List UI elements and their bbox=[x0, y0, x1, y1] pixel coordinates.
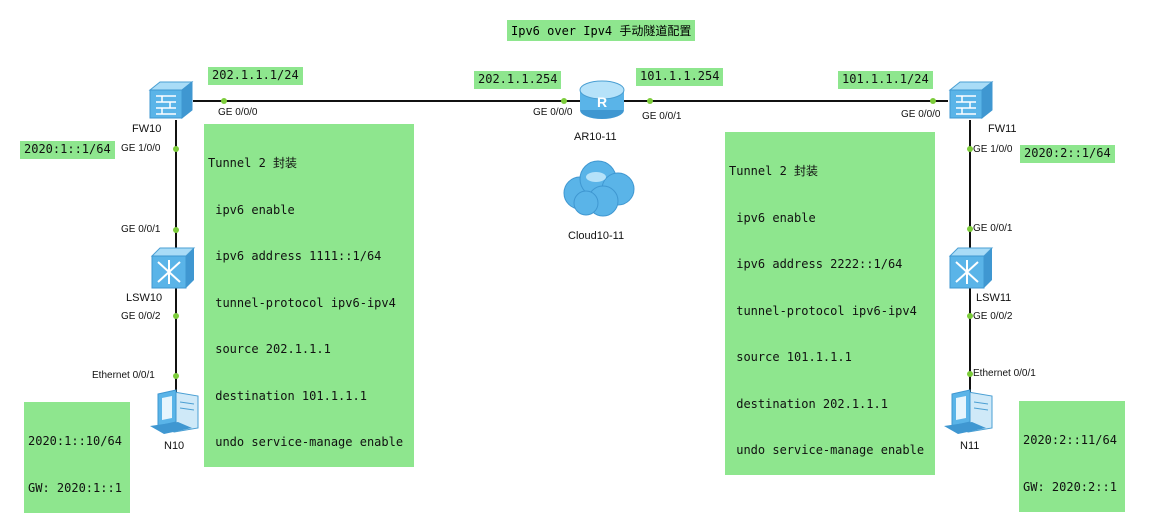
port-dot bbox=[967, 146, 973, 152]
port-dot bbox=[647, 98, 653, 104]
device-label-fw10: FW10 bbox=[132, 123, 162, 135]
device-label-n10: N10 bbox=[164, 440, 185, 452]
device-label-n11: N11 bbox=[960, 440, 980, 452]
address-fw11-wan: 101.1.1.1/24 bbox=[838, 71, 933, 89]
host-line: 2020:1::10/64 bbox=[28, 434, 122, 448]
port-label-fw10-ge000: GE 0/0/0 bbox=[218, 107, 258, 118]
config-line: tunnel-protocol ipv6-ipv4 bbox=[208, 295, 396, 310]
host-line: 2020:2::11/64 bbox=[1023, 433, 1117, 447]
firewall-icon[interactable] bbox=[948, 80, 994, 120]
config-line: Tunnel 2 封装 bbox=[208, 156, 298, 170]
port-label-ar-ge001: GE 0/0/1 bbox=[642, 111, 682, 122]
port-label-lsw11-ge002: GE 0/0/2 bbox=[973, 311, 1013, 322]
config-line: source 202.1.1.1 bbox=[208, 342, 331, 356]
firewall-icon[interactable] bbox=[148, 80, 194, 120]
device-label-lsw11: LSW11 bbox=[976, 292, 1012, 304]
port-dot bbox=[967, 226, 973, 232]
port-label-fw11-ge000: GE 0/0/0 bbox=[901, 109, 941, 120]
config-line: undo service-manage enable bbox=[208, 435, 404, 449]
topology-links bbox=[175, 100, 971, 392]
device-label-ar: AR10-11 bbox=[574, 131, 617, 143]
config-line: ipv6 address 1111::1/64 bbox=[208, 249, 382, 263]
host-address-n11: 2020:2::11/64 GW: 2020:2::1 bbox=[1019, 401, 1125, 512]
switch-icon[interactable] bbox=[150, 246, 196, 290]
pc-icon[interactable] bbox=[148, 388, 204, 436]
diagram-title: Ipv6 over Ipv4 手动隧道配置 bbox=[507, 20, 696, 41]
port-label-ar-ge000: GE 0/0/0 bbox=[533, 107, 573, 118]
port-dot bbox=[173, 227, 179, 233]
svg-text:R: R bbox=[597, 94, 607, 110]
port-label-n11-eth: Ethernet 0/0/1 bbox=[973, 368, 1036, 379]
config-line: ipv6 enable bbox=[729, 210, 816, 225]
port-label-lsw10-ge002: GE 0/0/2 bbox=[121, 311, 161, 322]
host-line: GW: 2020:2::1 bbox=[1023, 479, 1117, 494]
address-ar-right: 101.1.1.254 bbox=[636, 68, 724, 86]
address-fw10-wan: 202.1.1.1/24 bbox=[208, 67, 303, 85]
config-line: destination 202.1.1.1 bbox=[729, 396, 888, 411]
host-address-n10: 2020:1::10/64 GW: 2020:1::1 bbox=[24, 402, 130, 513]
port-dot bbox=[173, 373, 179, 379]
device-label-fw11: FW11 bbox=[988, 123, 1017, 135]
address-fw11-lan: 2020:2::1/64 bbox=[1020, 145, 1115, 163]
port-label-fw10-ge100: GE 1/0/0 bbox=[121, 143, 161, 154]
tunnel-config-right: Tunnel 2 封装 ipv6 enable ipv6 address 222… bbox=[725, 132, 935, 475]
port-dot bbox=[561, 98, 567, 104]
config-line: ipv6 address 2222::1/64 bbox=[729, 257, 903, 271]
config-line: tunnel-protocol ipv6-ipv4 bbox=[729, 303, 917, 318]
address-ar-left: 202.1.1.254 bbox=[474, 71, 562, 89]
device-label-cloud: Cloud10-11 bbox=[568, 230, 625, 242]
config-line: source 101.1.1.1 bbox=[729, 350, 852, 364]
port-dot bbox=[173, 146, 179, 152]
port-dot bbox=[930, 98, 936, 104]
port-dot bbox=[221, 98, 227, 104]
port-label-n10-eth: Ethernet 0/0/1 bbox=[92, 370, 155, 381]
address-fw10-lan: 2020:1::1/64 bbox=[20, 141, 115, 159]
device-label-lsw10: LSW10 bbox=[126, 292, 163, 304]
port-label-lsw11-ge001: GE 0/0/1 bbox=[973, 223, 1013, 234]
pc-icon[interactable] bbox=[942, 388, 998, 436]
config-line: undo service-manage enable bbox=[729, 443, 925, 457]
config-line: Tunnel 2 封装 bbox=[729, 164, 819, 178]
config-line: ipv6 enable bbox=[208, 202, 295, 217]
port-label-lsw10-ge001: GE 0/0/1 bbox=[121, 224, 161, 235]
tunnel-config-left: Tunnel 2 封装 ipv6 enable ipv6 address 111… bbox=[204, 124, 414, 467]
port-dot bbox=[967, 313, 973, 319]
cloud-icon[interactable] bbox=[558, 157, 642, 219]
router-icon[interactable]: R bbox=[577, 74, 627, 122]
switch-icon[interactable] bbox=[948, 246, 994, 290]
port-dot bbox=[173, 313, 179, 319]
port-dot bbox=[967, 371, 973, 377]
port-label-fw11-ge100: GE 1/0/0 bbox=[973, 144, 1013, 155]
config-line: destination 101.1.1.1 bbox=[208, 388, 367, 403]
